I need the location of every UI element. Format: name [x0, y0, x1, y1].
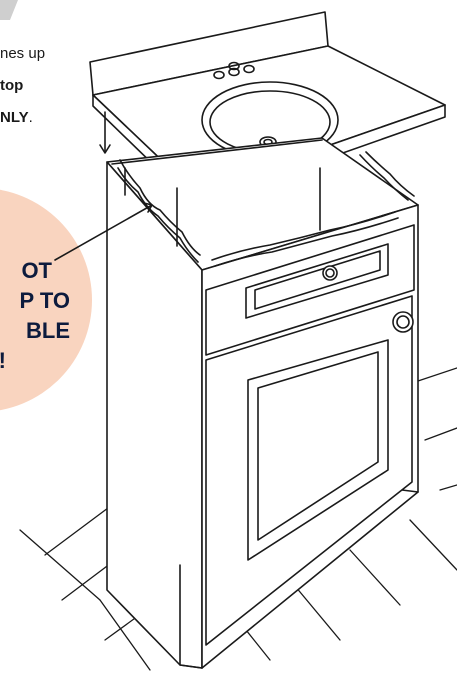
instruction-line-3: NLY.	[0, 106, 33, 130]
warning-line-4: !	[0, 348, 6, 373]
instruction-text-3-bold: NLY	[0, 109, 29, 126]
warning-line-1: OT	[21, 258, 52, 283]
instruction-text-3-tail: .	[29, 109, 33, 126]
instruction-text-2: top	[0, 77, 23, 94]
door-knob	[393, 312, 413, 332]
warning-line-2: P TO	[19, 288, 70, 313]
warning-line-3: BLE	[26, 318, 70, 343]
instruction-text-1: nes up	[0, 45, 45, 62]
step-number-fragment	[0, 0, 18, 20]
instruction-line-1: nes up	[0, 42, 45, 66]
instruction-line-2: top	[0, 74, 23, 98]
drawer-knob	[323, 266, 337, 280]
